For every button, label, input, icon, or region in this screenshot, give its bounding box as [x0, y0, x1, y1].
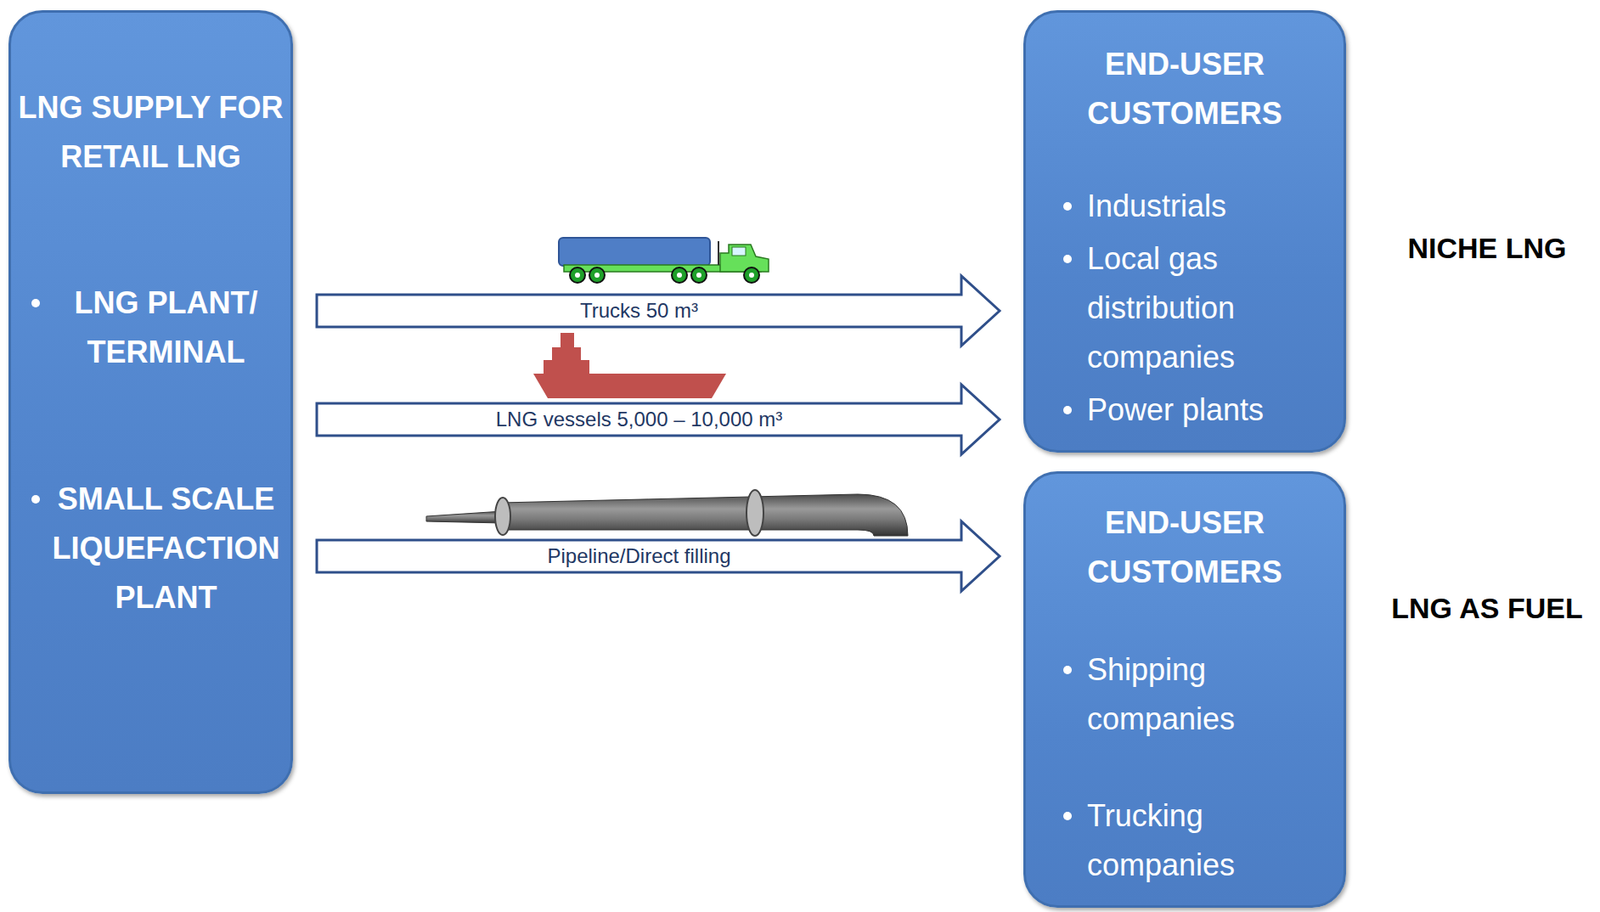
bullet-item: Industrials [1063, 181, 1336, 231]
bullet-item: LNG PLANT/ TERMINAL [31, 278, 284, 378]
bullet-dot [1063, 665, 1072, 675]
block-arrow [316, 521, 1000, 592]
truck-cab [720, 244, 769, 272]
pipe-flange [746, 490, 764, 536]
rounded-box: END-USER CUSTOMERS IndustrialsLocal gas d… [1023, 10, 1347, 453]
bullet-dot [31, 495, 40, 504]
arrow-label: Trucks 50 m³ [575, 298, 703, 323]
bullet-item: Power plants [1063, 385, 1336, 435]
rounded-box: LNG SUPPLY FOR RETAIL LNG LNG PLANT/ TERM… [8, 10, 293, 795]
truck-exhaust [717, 241, 720, 265]
box-heading: LNG SUPPLY FOR RETAIL LNG [17, 83, 284, 182]
block-arrow [316, 384, 1000, 455]
box-heading-text: END-USER CUSTOMERS [1032, 498, 1337, 598]
bullet-item: Shipping companies [1063, 645, 1336, 744]
block-arrow [316, 276, 1000, 346]
bullet-text: LNG PLANT/ TERMINAL [48, 278, 284, 378]
arrow-label: Pipeline/Direct filling [542, 544, 735, 569]
bullet-item: Local gas distribution companies [1063, 234, 1336, 383]
bullet-text: Local gas distribution companies [1087, 234, 1336, 383]
bullet-text: Industrials [1087, 181, 1336, 231]
pipe-body [501, 494, 908, 536]
bullet-dot [1063, 254, 1072, 264]
ship-hull [533, 373, 727, 399]
truck-window [732, 247, 746, 256]
category-label: LNG AS FUEL [1391, 591, 1583, 626]
bullet-dot [1063, 811, 1072, 821]
bullet-text: Trucking companies [1087, 791, 1336, 891]
box-heading-text: LNG SUPPLY FOR RETAIL LNG [17, 83, 284, 182]
ship-superstructure [543, 332, 590, 375]
rounded-box: END-USER CUSTOMERS Shipping companiesTruc… [1023, 471, 1347, 908]
bullet-text: Shipping companies [1087, 645, 1336, 744]
arrow-label: LNG vessels 5,000 – 10,000 m³ [491, 407, 788, 432]
bullet-text: Power plants [1087, 385, 1336, 435]
ship-illustration [533, 332, 727, 399]
pipe-flange [495, 497, 511, 536]
bullet-text: SMALL SCALE LIQUEFACTION PLANT [48, 474, 284, 623]
pipe-illustration [426, 490, 908, 536]
category-label: NICHE LNG [1408, 231, 1567, 265]
truck-wheels [569, 267, 760, 283]
bullet-dot [1063, 405, 1072, 415]
truck-tank [558, 237, 710, 266]
pipe-tip [426, 511, 503, 524]
box-heading: END-USER CUSTOMERS [1032, 498, 1337, 598]
bullet-dot [31, 298, 40, 308]
bullet-dot [1063, 202, 1072, 211]
bullet-item: SMALL SCALE LIQUEFACTION PLANT [31, 474, 284, 623]
box-heading: END-USER CUSTOMERS [1032, 39, 1337, 139]
bullet-item: Trucking companies [1063, 791, 1336, 891]
truck-illustration [558, 237, 769, 283]
box-heading-text: END-USER CUSTOMERS [1032, 39, 1337, 139]
